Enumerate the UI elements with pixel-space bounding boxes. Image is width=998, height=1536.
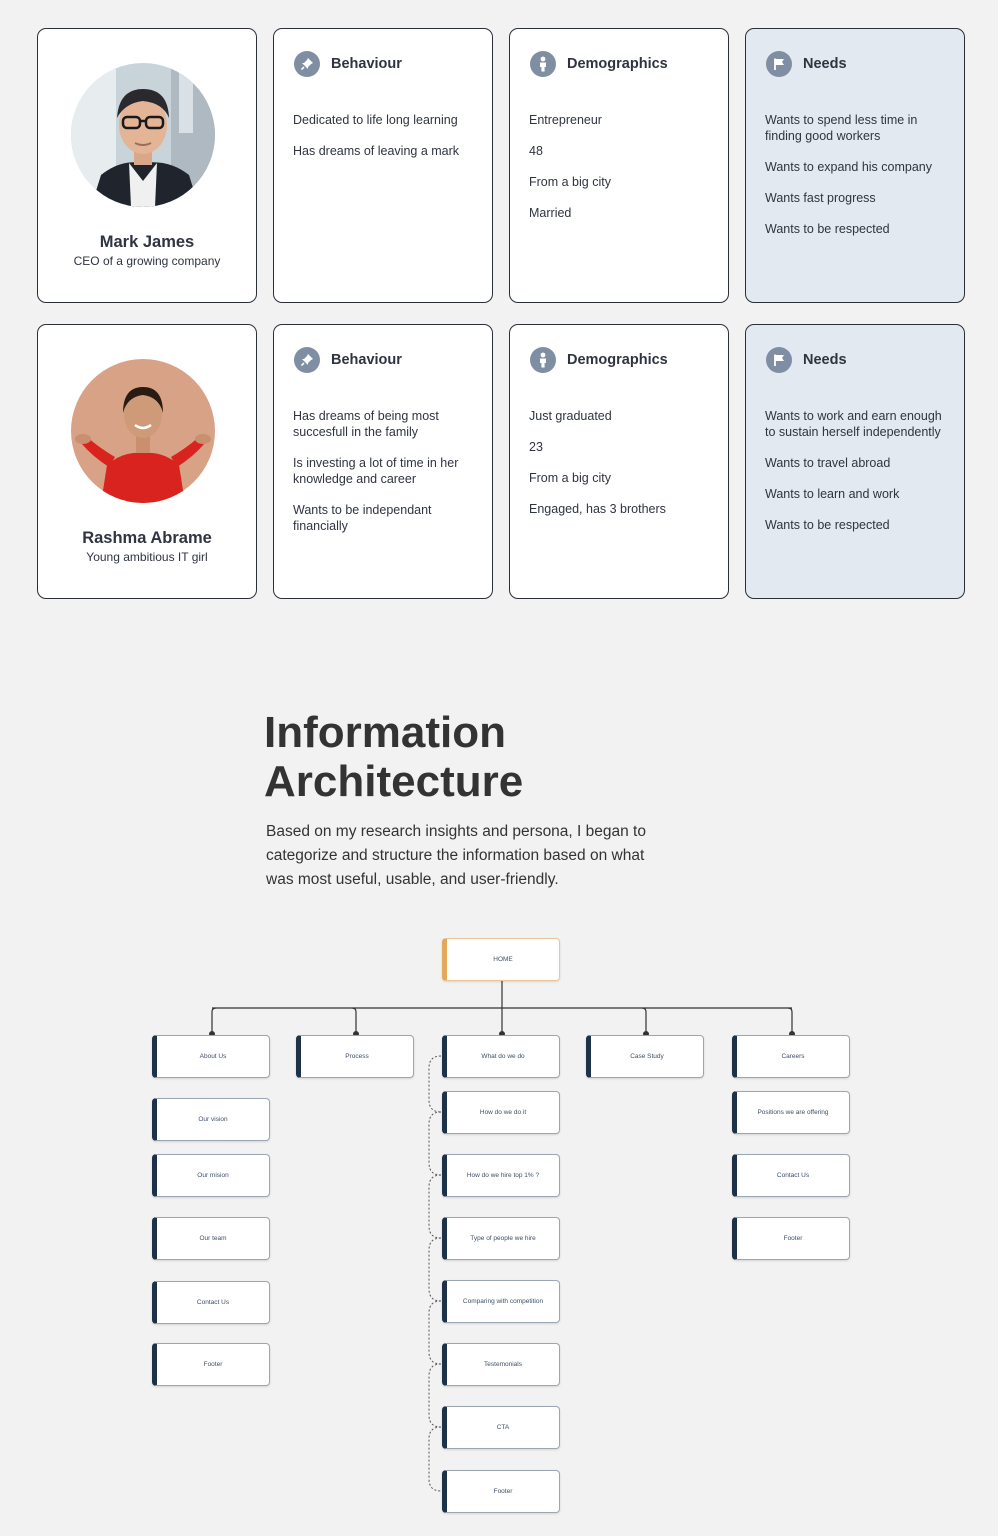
list-item: 48 xyxy=(529,144,543,158)
list-item: From a big city xyxy=(529,175,611,189)
sitemap-node-home: HOME xyxy=(442,938,560,981)
card-title: Needs xyxy=(803,56,847,72)
sitemap-node: Type of people we hire xyxy=(442,1217,560,1260)
list-item: Just graduated xyxy=(529,409,612,423)
sitemap-node: Contact Us xyxy=(732,1154,850,1197)
sitemap-node: Positions we are offering xyxy=(732,1091,850,1134)
sitemap-node: Our team xyxy=(152,1217,270,1260)
card-title: Demographics xyxy=(567,56,668,72)
list-item: Wants to be independant financially xyxy=(293,503,432,533)
flag-icon xyxy=(766,51,792,77)
list-item: Wants to spend less time in finding good… xyxy=(765,113,918,143)
avatar xyxy=(71,359,215,503)
persona-role: CEO of a growing company xyxy=(73,254,221,268)
sitemap-node: Testemonials xyxy=(442,1343,560,1386)
persona-role: Young ambitious IT girl xyxy=(86,550,208,564)
sitemap-node: CTA xyxy=(442,1406,560,1449)
persona-profile-card: Mark James CEO of a growing company xyxy=(37,28,257,303)
needs-card: Needs Wants to work and earn enough to s… xyxy=(745,324,965,599)
list-item: Engaged, has 3 brothers xyxy=(529,502,666,516)
sitemap-node: Process xyxy=(296,1035,414,1078)
section-title-line: Information xyxy=(264,708,506,757)
sitemap-node: Footer xyxy=(732,1217,850,1260)
list-item: Wants to expand his company xyxy=(765,160,932,174)
list-item: Wants to work and earn enough to sustain… xyxy=(765,409,942,439)
sitemap-node: Careers xyxy=(732,1035,850,1078)
persona-name: Rashma Abrame xyxy=(82,529,212,547)
pin-icon xyxy=(294,347,320,373)
person-icon xyxy=(530,51,556,77)
card-title: Behaviour xyxy=(331,352,402,368)
list-item: Has dreams of leaving a mark xyxy=(293,144,460,158)
list-item: 23 xyxy=(529,440,543,454)
sitemap-node: How do we hire top 1% ? xyxy=(442,1154,560,1197)
person-icon xyxy=(530,347,556,373)
list-item: Is investing a lot of time in her knowle… xyxy=(293,456,459,486)
behaviour-list: Has dreams of being most succesfull in t… xyxy=(293,408,478,549)
sitemap-node: About Us xyxy=(152,1035,270,1078)
sitemap-node: Our mision xyxy=(152,1154,270,1197)
list-item: Dedicated to life long learning xyxy=(293,113,458,127)
sitemap-node: Comparing with competition xyxy=(442,1280,560,1323)
list-item: Wants to travel abroad xyxy=(765,456,891,470)
flag-icon xyxy=(766,347,792,373)
list-item: Wants to be respected xyxy=(765,518,890,532)
sitemap-node: Case Study xyxy=(586,1035,704,1078)
section-intro: Based on my research insights and person… xyxy=(266,823,646,888)
card-title: Behaviour xyxy=(331,56,402,72)
demographics-list: Entrepreneur 48 From a big city Married xyxy=(529,112,714,236)
behaviour-list: Dedicated to life long learning Has drea… xyxy=(293,112,478,174)
demographics-card: Demographics Just graduated 23 From a bi… xyxy=(509,324,729,599)
sitemap-node: Our vision xyxy=(152,1098,270,1141)
list-item: Married xyxy=(529,206,572,220)
persona-profile-card: Rashma Abrame Young ambitious IT girl xyxy=(37,324,257,599)
sitemap-node: Contact Us xyxy=(152,1281,270,1324)
sitemap-node: Footer xyxy=(152,1343,270,1386)
sitemap-node: Footer xyxy=(442,1470,560,1513)
list-item: Entrepreneur xyxy=(529,113,602,127)
card-title: Needs xyxy=(803,352,847,368)
section-title-line: Architecture xyxy=(264,757,524,806)
persona-name: Mark James xyxy=(99,233,195,251)
needs-card: Needs Wants to spend less time in findin… xyxy=(745,28,965,303)
section-title: Information Architecture xyxy=(264,708,523,806)
needs-list: Wants to spend less time in finding good… xyxy=(765,112,950,252)
behaviour-card: Behaviour Has dreams of being most succe… xyxy=(273,324,493,599)
list-item: Wants to learn and work xyxy=(765,487,900,501)
card-title: Demographics xyxy=(567,352,668,368)
list-item: From a big city xyxy=(529,471,611,485)
sitemap-node: What do we do xyxy=(442,1035,560,1078)
sitemap-node: How do we do it xyxy=(442,1091,560,1134)
behaviour-card: Behaviour Dedicated to life long learnin… xyxy=(273,28,493,303)
list-item: Wants fast progress xyxy=(765,191,876,205)
demographics-list: Just graduated 23 From a big city Engage… xyxy=(529,408,714,532)
needs-list: Wants to work and earn enough to sustain… xyxy=(765,408,950,548)
list-item: Has dreams of being most succesfull in t… xyxy=(293,409,439,439)
list-item: Wants to be respected xyxy=(765,222,890,236)
pin-icon xyxy=(294,51,320,77)
demographics-card: Demographics Entrepreneur 48 From a big … xyxy=(509,28,729,303)
